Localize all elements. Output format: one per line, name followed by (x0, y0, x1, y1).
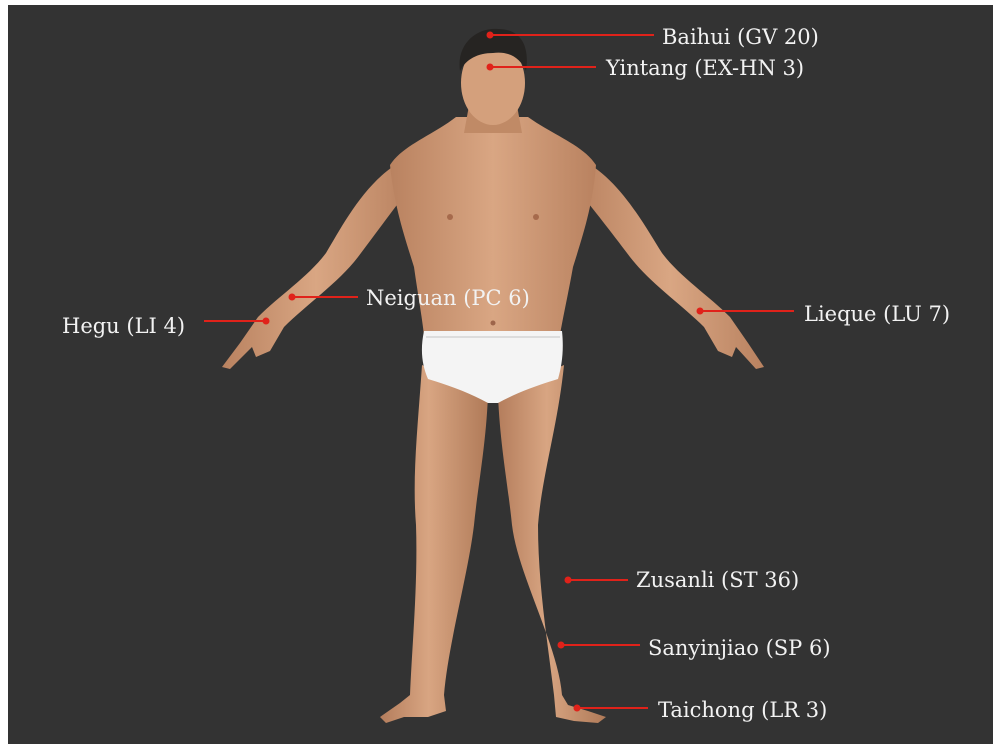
human-body-figure (8, 5, 993, 744)
acupoint-dot-lieque (697, 308, 704, 315)
acupoint-dot-neiguan (289, 294, 296, 301)
acupoint-dot-zusanli (565, 577, 572, 584)
acupoint-label-yintang: Yintang (EX-HN 3) (606, 56, 804, 80)
acupoint-dot-yintang (487, 64, 494, 71)
acupoint-dot-taichong (574, 705, 581, 712)
right-arm (576, 157, 764, 369)
acupoint-label-neiguan: Neiguan (PC 6) (366, 286, 530, 310)
left-arm (222, 157, 410, 369)
acupoint-label-baihui: Baihui (GV 20) (662, 25, 819, 49)
acupoint-label-taichong: Taichong (LR 3) (658, 698, 827, 722)
acupoint-dot-baihui (487, 32, 494, 39)
left-leg (380, 365, 488, 723)
figure-canvas: Baihui (GV 20) Yintang (EX-HN 3) Neiguan… (8, 5, 993, 744)
acupoint-label-sanyinjiao: Sanyinjiao (SP 6) (648, 636, 831, 660)
acupoint-label-hegu: Hegu (LI 4) (62, 314, 185, 338)
right-leg (498, 365, 606, 723)
acupoint-label-zusanli: Zusanli (ST 36) (636, 568, 799, 592)
acupoint-dot-sanyinjiao (558, 642, 565, 649)
acupoint-label-lieque: Lieque (LU 7) (804, 302, 950, 326)
acupoint-dot-hegu (263, 318, 270, 325)
